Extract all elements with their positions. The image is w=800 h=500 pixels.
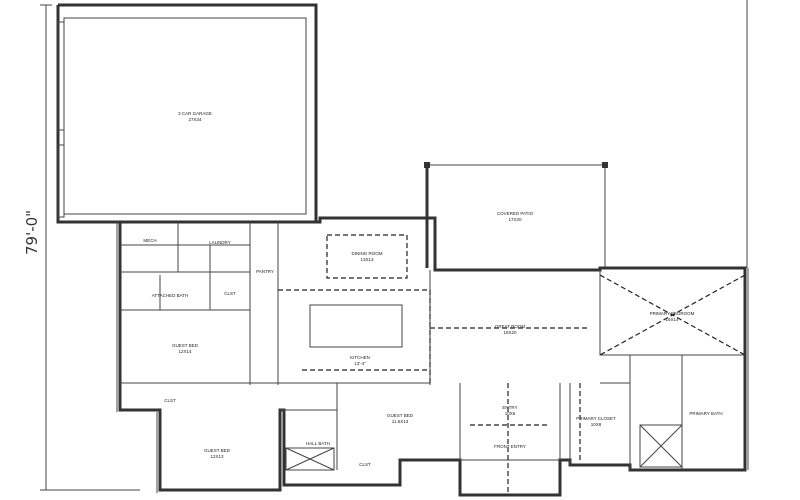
room-label: MECH [143,238,156,243]
room-label: GUEST BED [387,413,414,418]
overall-dimension-label: 79'-0" [23,210,41,255]
room-label: GREAT ROOM [495,324,526,329]
room-label: ATTACHED BATH [152,293,189,298]
room-label: FRONT ENTRY [494,444,526,449]
room-label: PRIMARY BEDROOM [650,311,695,316]
room-label: PRIMARY CLOSET [576,416,616,421]
room-size: 16X14 [665,317,679,322]
room-label: CLST [164,398,176,403]
room-size: 12X13 [210,454,224,459]
room-label: 3 CAR GARAGE [178,111,212,116]
room-label: KITCHEN [350,355,370,360]
overall-dimension-line: 79'-0" [23,4,140,491]
room-label: HALL BATH [306,441,330,446]
room-size: 10X8 [591,422,602,427]
room-size: 13X13 [360,257,374,262]
room-label: COVERED PATIO [497,211,534,216]
room-size: 27X34 [188,117,202,122]
room-label: LAUNDRY [209,240,230,245]
interior-walls [120,222,745,470]
room-size: 12X14 [178,349,192,354]
garage [56,3,318,224]
room-label: CLST [224,291,236,296]
room-label: CLST [359,462,371,467]
ceiling-features [278,234,746,495]
room-label: DINING ROOM [352,251,383,256]
room-size: 17X20 [508,217,522,222]
room-label: ENTRY [502,405,517,410]
room-size: 16X20 [503,330,517,335]
room-size: 10X6 [505,411,516,416]
room-label: PRIMARY BATH [689,411,722,416]
room-size: 13'-4" [354,361,366,366]
room-labels: 3 CAR GARAGE 27X34 COVERED PATIO 17X20 M… [143,111,722,467]
room-size: 11.5X13 [392,419,409,424]
room-label: PANTRY [256,269,274,274]
room-label: GUEST BED [204,448,231,453]
room-label: GUEST BED [172,343,199,348]
